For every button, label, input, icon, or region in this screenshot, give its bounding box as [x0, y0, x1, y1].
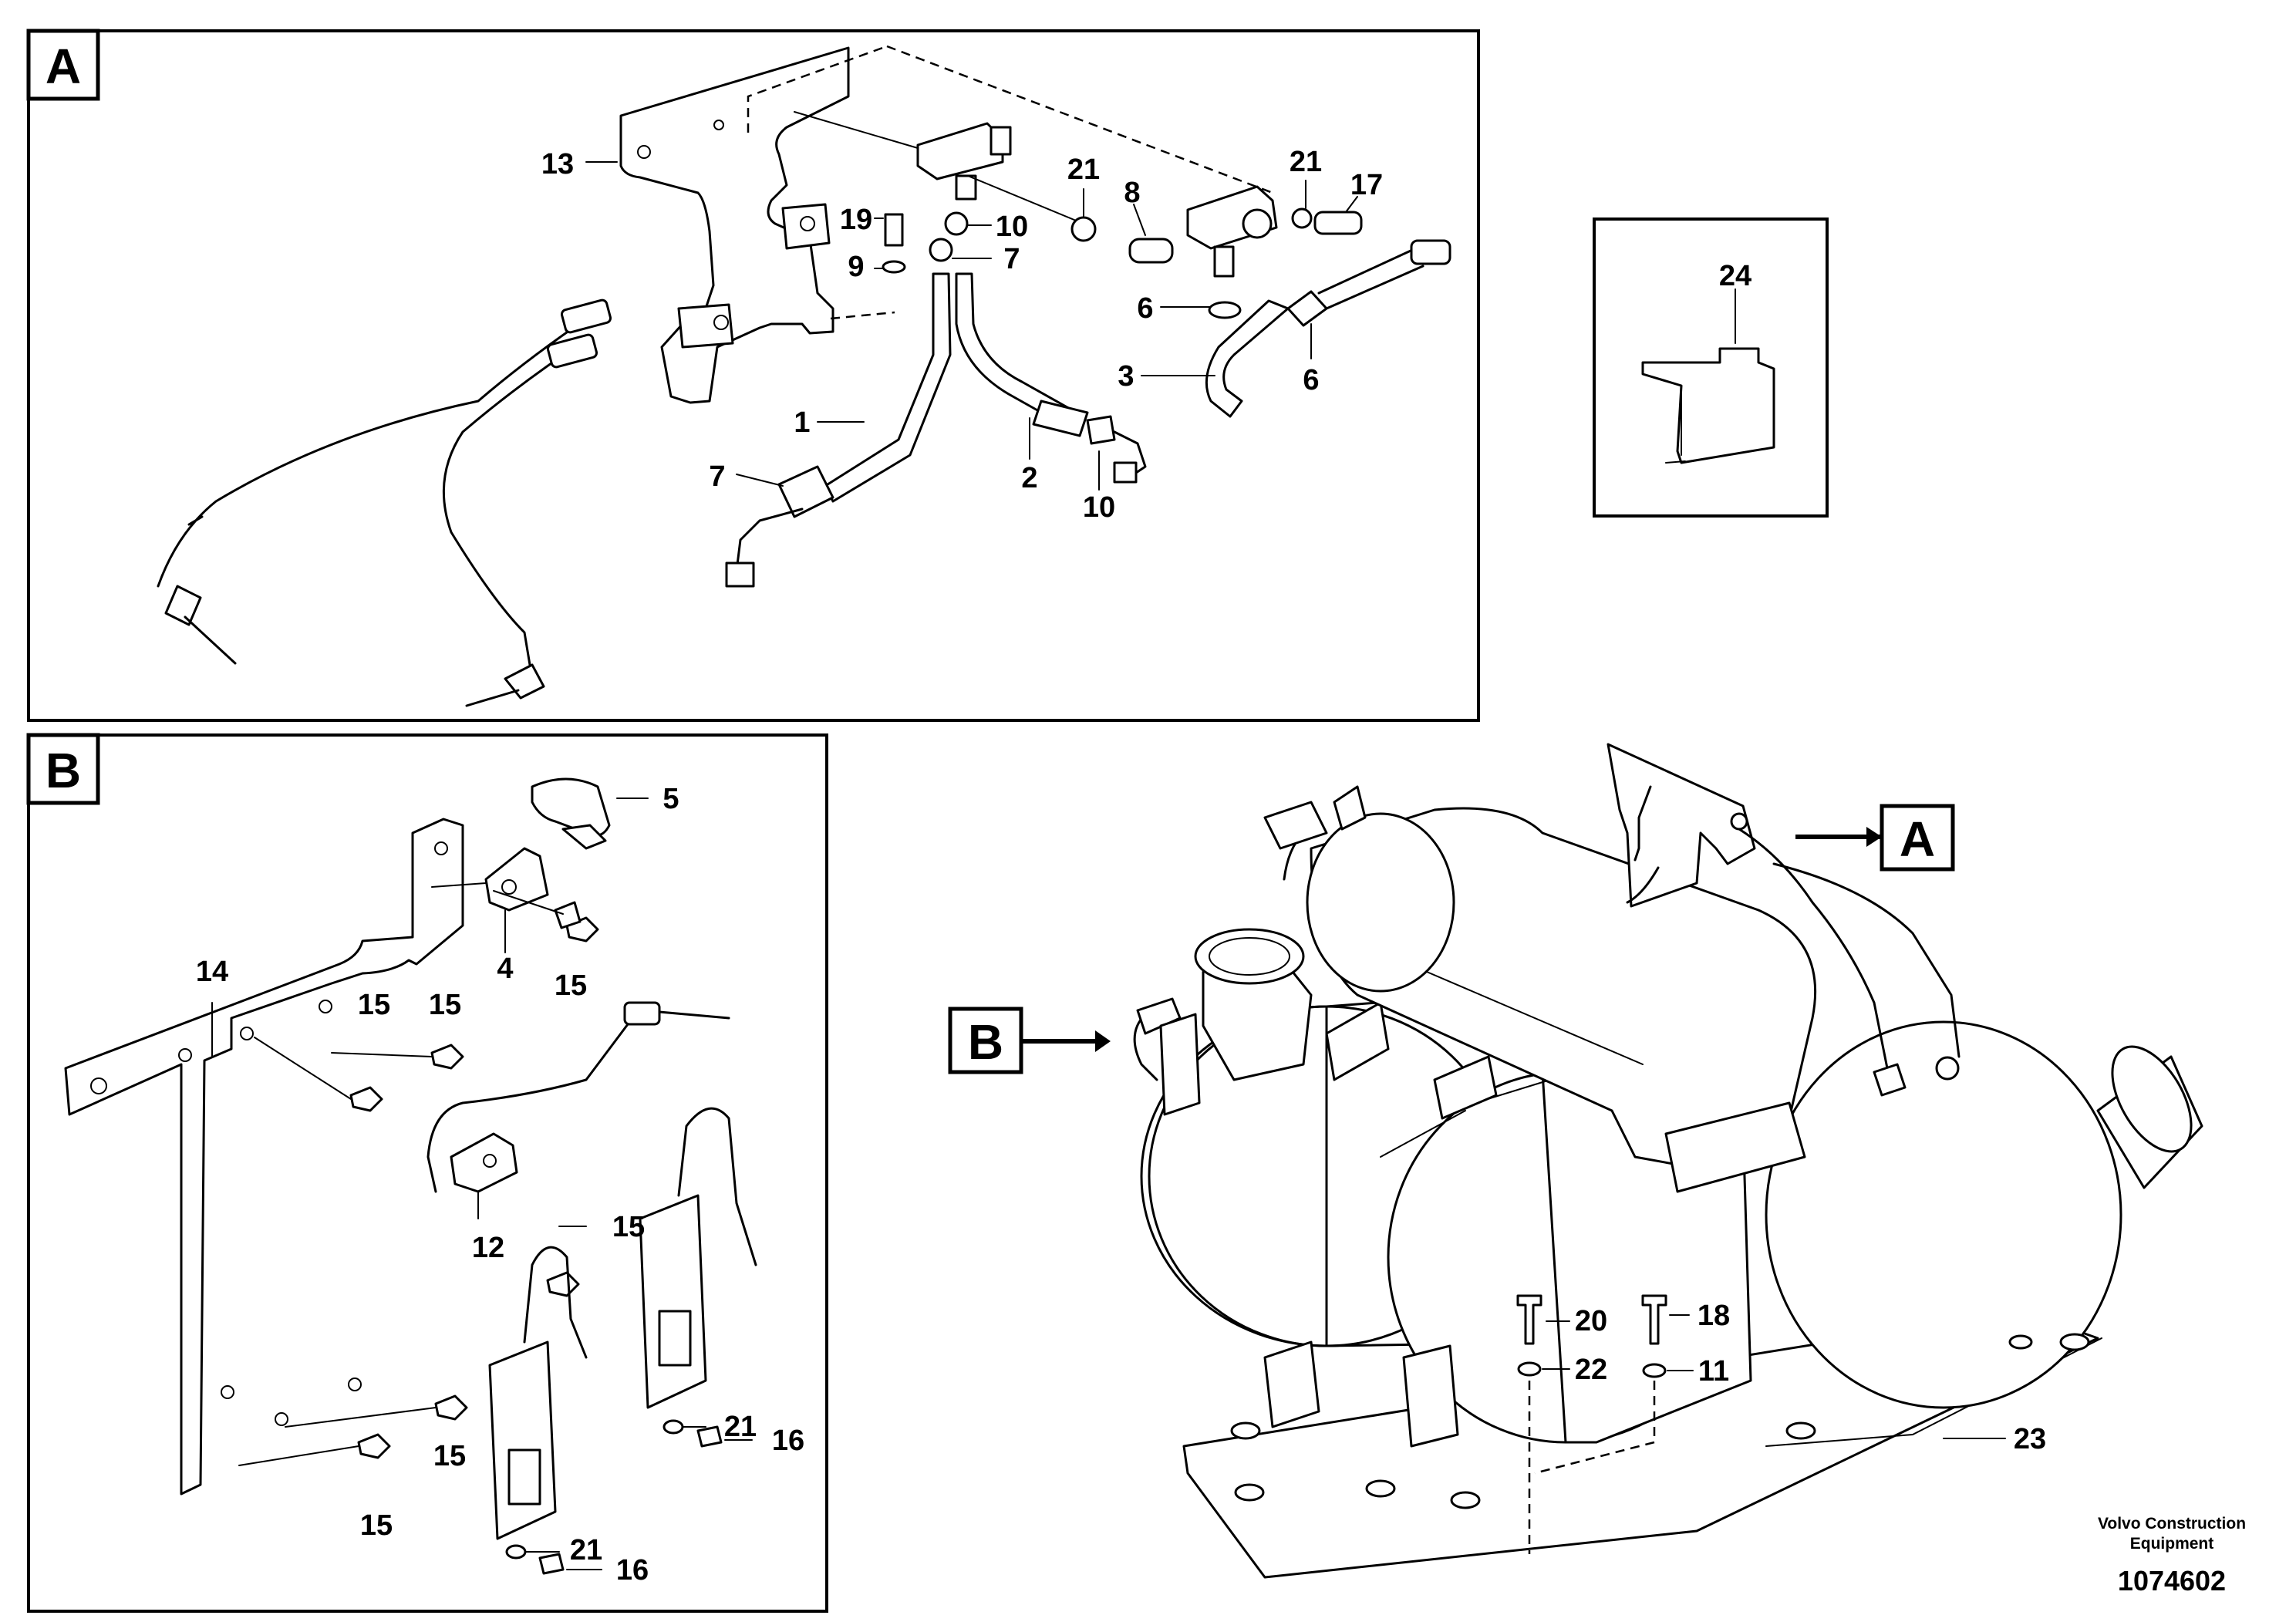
- temp-sensor-cable-1: [157, 307, 603, 588]
- hose-1: [824, 272, 952, 503]
- callout-a-tag: A: [1900, 811, 1935, 867]
- nox-module-left: [488, 1340, 557, 1540]
- callout-b-tag: B: [968, 1014, 1003, 1070]
- label-4: 4: [497, 953, 513, 985]
- inset-frame: [1593, 218, 1829, 518]
- bracket-14: [64, 818, 464, 1496]
- label-23: 23: [2014, 1423, 2046, 1455]
- label-21-b: 21: [570, 1534, 602, 1566]
- panel-b-tag-box: [26, 733, 100, 805]
- label-7-top: 7: [1003, 243, 1020, 275]
- label-16-a: 16: [772, 1425, 804, 1457]
- temp-sensor-cable-b: [426, 1017, 634, 1193]
- label-5: 5: [663, 783, 679, 815]
- label-2: 2: [1021, 462, 1037, 494]
- label-10-top: 10: [996, 211, 1028, 243]
- panel-a-tag-box: [26, 29, 100, 101]
- label-16-b: 16: [616, 1554, 649, 1587]
- panel-a-tag: A: [46, 39, 81, 94]
- panel-a-frame: [27, 29, 1480, 722]
- callout-a-box: [1880, 804, 1955, 872]
- label-1: 1: [794, 406, 810, 439]
- label-20: 20: [1575, 1305, 1607, 1337]
- label-21-a: 21: [724, 1411, 757, 1443]
- label-24: 24: [1719, 260, 1752, 292]
- label-21-right: 21: [1290, 146, 1322, 178]
- label-17: 17: [1350, 169, 1383, 201]
- footer: Volvo Construction Equipment 1074602: [2098, 1515, 2246, 1597]
- label-15-d: 15: [612, 1211, 645, 1243]
- label-12: 12: [472, 1232, 504, 1264]
- clamp-5: [531, 777, 611, 837]
- bolt-20: [1516, 1294, 1542, 1345]
- label-3: 3: [1118, 360, 1134, 393]
- label-10-bottom: 10: [1083, 491, 1115, 524]
- washer-22: [1517, 1361, 1542, 1377]
- label-15-f: 15: [360, 1509, 393, 1542]
- label-8: 8: [1124, 177, 1140, 209]
- label-13: 13: [541, 148, 574, 180]
- label-19: 19: [840, 204, 872, 236]
- document-number: 1074602: [2118, 1565, 2226, 1597]
- brand-line-2: Equipment: [2130, 1535, 2214, 1553]
- bracket-13: [619, 46, 850, 404]
- label-21-left: 21: [1067, 153, 1100, 186]
- label-15-c: 15: [429, 989, 461, 1021]
- bolt-18: [1641, 1294, 1667, 1345]
- detail-panel-b: B: [26, 733, 828, 1613]
- label-14: 14: [196, 956, 228, 988]
- canister-right: [1765, 1020, 2122, 1409]
- bracket-4: [484, 847, 549, 912]
- label-6-left: 6: [1137, 292, 1153, 325]
- panel-b-frame: [27, 733, 828, 1613]
- clip-24: [1641, 347, 1775, 464]
- hose-3: [1205, 299, 1290, 418]
- label-18: 18: [1698, 1300, 1730, 1332]
- label-15-a: 15: [555, 969, 587, 1002]
- label-22: 22: [1575, 1354, 1607, 1386]
- pressure-sensor-left: [916, 122, 1004, 180]
- brand-line-1: Volvo Construction: [2098, 1515, 2246, 1533]
- label-6-right: 6: [1303, 364, 1319, 396]
- inset-panel: 24: [1593, 218, 1829, 518]
- label-15-e: 15: [433, 1440, 466, 1472]
- label-7-bottom: 7: [709, 460, 725, 493]
- washer-11: [1642, 1363, 1667, 1378]
- label-11: 11: [1698, 1355, 1729, 1388]
- label-15-b: 15: [358, 989, 390, 1021]
- sensor-bracket: [1607, 743, 1756, 908]
- label-9: 9: [848, 251, 864, 283]
- nox-module-right: [639, 1194, 707, 1409]
- panel-b-tag: B: [46, 743, 81, 798]
- temp-sensor-cable-2: [442, 338, 588, 680]
- detail-panel-a: A: [26, 29, 1480, 722]
- aftertreatment-assembly: 20 18 22 11 23 A B: [948, 743, 2203, 1579]
